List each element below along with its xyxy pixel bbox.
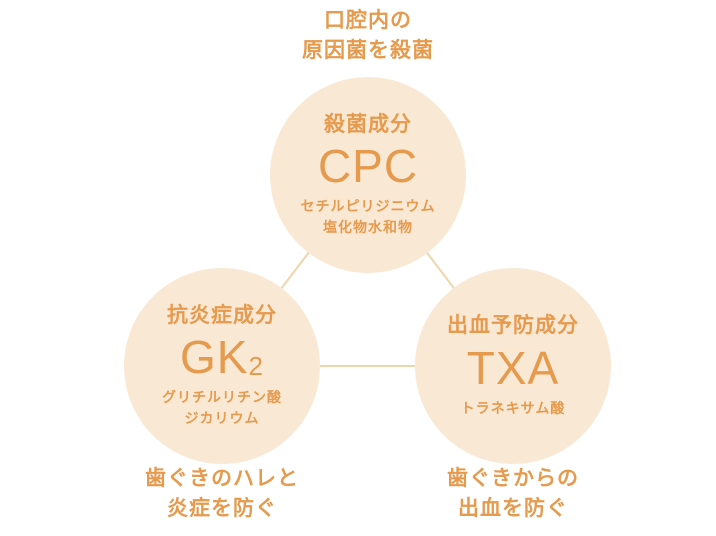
- cpc-chemical-name-line1: セチルピリジニウム: [300, 198, 436, 215]
- gk2-abbreviation: GK2: [180, 330, 264, 385]
- caption-bottom-left: 歯ぐきのハレと 炎症を防ぐ: [92, 464, 352, 524]
- gk2-abbreviation-main: GK: [180, 331, 249, 383]
- caption-bottom-left-line2: 炎症を防ぐ: [167, 496, 277, 520]
- caption-top-line1: 口腔内の: [324, 9, 412, 32]
- caption-bottom-right: 歯ぐきからの 出血を防ぐ: [383, 464, 643, 524]
- caption-bottom-right-line2: 出血を防ぐ: [458, 496, 568, 520]
- cpc-abbreviation: CPC: [317, 140, 419, 192]
- gk2-chemical-name-line1: グリチルリチン酸: [162, 389, 282, 406]
- gk2-chemical-name-line2: ジカリウム: [184, 410, 260, 427]
- caption-bottom-left-line1: 歯ぐきのハレと: [145, 467, 299, 490]
- caption-bottom-right-line1: 歯ぐきからの: [447, 467, 579, 490]
- circle-txa: 出血予防成分 TXA トラネキサム酸: [415, 268, 611, 464]
- cpc-category-label: 殺菌成分: [324, 112, 412, 136]
- gk2-abbreviation-subscript: 2: [248, 351, 264, 381]
- txa-abbreviation: TXA: [466, 341, 560, 394]
- circle-cpc: 殺菌成分 CPC セチルピリジニウム 塩化物水和物: [270, 77, 466, 273]
- caption-top: 口腔内の 原因菌を殺菌: [238, 6, 498, 66]
- cpc-chemical-name-line2: 塩化物水和物: [323, 219, 413, 236]
- gk2-category-label: 抗炎症成分: [167, 303, 277, 327]
- caption-top-line2: 原因菌を殺菌: [302, 38, 434, 62]
- txa-chemical-name-line1: トラネキサム酸: [460, 399, 566, 416]
- circle-gk2: 抗炎症成分 GK2 グリチルリチン酸 ジカリウム: [124, 268, 320, 464]
- txa-category-label: 出血予防成分: [447, 314, 579, 338]
